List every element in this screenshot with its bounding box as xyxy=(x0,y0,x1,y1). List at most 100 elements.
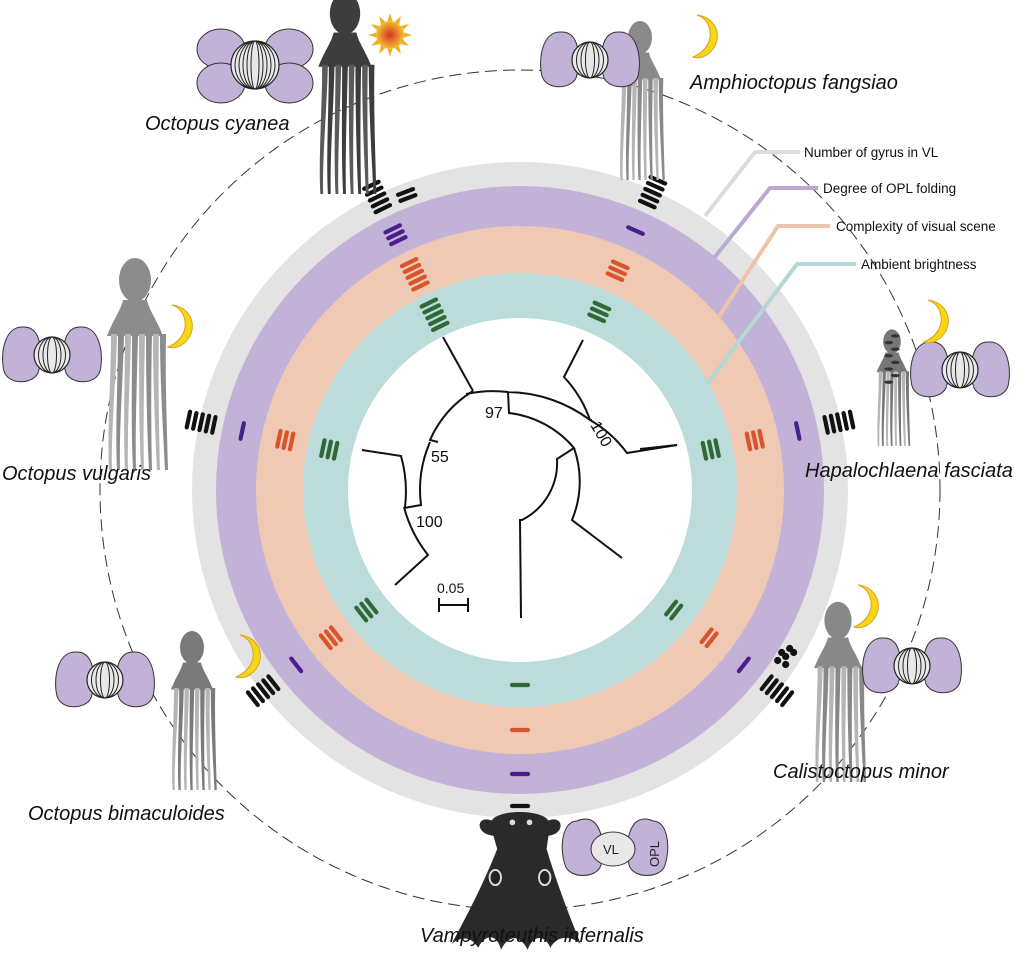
trait-mark xyxy=(250,686,266,704)
opl-marks-octopus-bimaculoides xyxy=(289,656,304,674)
arm xyxy=(898,371,902,446)
trait-mark xyxy=(664,599,679,617)
trait-mark xyxy=(281,430,290,451)
branch-hapalochlaena xyxy=(639,444,678,450)
scene-marks-calistoctopus-minor xyxy=(699,627,719,649)
gyrus-line xyxy=(91,661,119,699)
arm xyxy=(847,666,853,782)
opl-lobe-right xyxy=(626,818,669,876)
brightness-marks-amphioctopus-fangsiao xyxy=(587,300,612,324)
gyrus-marks-octopus-cyanea xyxy=(362,179,393,215)
arm xyxy=(620,78,627,180)
branch-calistoctopus xyxy=(570,447,623,559)
trait-mark xyxy=(626,225,645,236)
arm xyxy=(195,688,200,790)
arm xyxy=(183,688,189,790)
species-label-octopus-vulgaris: Octopus vulgaris xyxy=(2,463,151,485)
arm xyxy=(210,688,217,790)
opl-lobe-left xyxy=(55,651,95,708)
trait-mark xyxy=(780,690,795,708)
head xyxy=(318,32,372,67)
scale-bar-label: 0.05 xyxy=(437,580,464,596)
scene-marks-octopus-bimaculoides xyxy=(318,625,344,651)
trait-mark xyxy=(835,412,843,433)
arm xyxy=(205,688,211,790)
arm xyxy=(853,666,860,782)
trait-mark xyxy=(197,412,205,433)
arm xyxy=(890,371,894,446)
legend-item-brightness: Ambient brightness xyxy=(705,257,977,386)
arm xyxy=(877,371,883,446)
band-spot xyxy=(884,380,894,384)
trait-mark xyxy=(592,300,612,312)
opl-lobe-right xyxy=(970,341,1010,398)
trait-mark xyxy=(764,678,779,696)
legend-label-opl: Degree of OPL folding xyxy=(823,181,956,196)
trait-mark xyxy=(713,438,721,459)
trait-mark xyxy=(323,629,338,647)
legend-item-gyrus: Number of gyrus in VL xyxy=(703,145,939,218)
trait-mark xyxy=(643,186,663,198)
arm xyxy=(886,371,890,446)
sun-ray xyxy=(387,48,393,57)
opl-label: OPL xyxy=(647,841,662,867)
opl-lobe-left xyxy=(540,31,580,88)
arm xyxy=(841,666,847,782)
arm xyxy=(901,371,906,446)
trait-mark xyxy=(699,627,714,645)
brightness-marks-octopus-bimaculoides xyxy=(354,597,379,623)
trait-mark xyxy=(637,198,657,210)
opl-lobe-left xyxy=(862,637,902,694)
vl-gyrus-ball xyxy=(230,40,280,90)
moon-icon xyxy=(852,584,879,629)
brain-diagram-octopus-cyanea xyxy=(196,28,314,104)
trait-mark xyxy=(408,274,427,286)
branch-octopus-cyanea xyxy=(442,336,474,392)
octopus-illustration-octopus-cyanea xyxy=(318,0,377,194)
arm xyxy=(334,64,342,194)
moon-icon xyxy=(234,634,261,679)
brain-diagram-amphioctopus-fangsiao xyxy=(540,31,640,88)
brightness-marks-calistoctopus-minor xyxy=(664,599,684,621)
trait-mark xyxy=(328,625,344,643)
branch-node-100-right xyxy=(562,339,678,455)
trait-mark xyxy=(373,203,393,215)
trait-mark xyxy=(238,421,246,441)
band-spot xyxy=(890,373,900,378)
trait-mark xyxy=(245,690,260,708)
trait-mark xyxy=(266,674,281,692)
scene-marks-hapalochlaena-fasciata xyxy=(744,428,765,452)
brightness-marks-octopus-cyanea xyxy=(419,297,450,333)
trait-mark xyxy=(706,439,715,460)
arm xyxy=(368,64,377,194)
trait-mark xyxy=(610,259,630,271)
gyrus-marks-calistoctopus-minor xyxy=(759,674,795,708)
trait-mark xyxy=(774,686,790,704)
octopus-illustration-octopus-bimaculoides xyxy=(171,631,217,790)
gyrus-line xyxy=(234,40,276,90)
mantle xyxy=(119,258,151,302)
gyrus-dot xyxy=(774,656,782,665)
moon-icon xyxy=(922,299,949,344)
trait-mark xyxy=(203,413,212,434)
brain-diagram-hapalochlaena-fasciata xyxy=(910,341,1010,398)
opl-lobe-right xyxy=(600,31,640,88)
octopus-illustration-hapalochlaena-fasciata xyxy=(876,329,911,446)
vl-lobe xyxy=(590,831,636,867)
node-support-55: 55 xyxy=(431,449,449,466)
trait-mark xyxy=(587,312,607,324)
scene-marks-octopus-vulgaris xyxy=(275,428,296,452)
gyrus-dots-calistoctopus-minor xyxy=(774,644,798,669)
species-label-octopus-cyanea: Octopus cyanea xyxy=(145,113,290,135)
arm xyxy=(631,78,637,180)
sun-disc xyxy=(376,21,404,49)
photophore-icon xyxy=(488,868,502,887)
head xyxy=(814,637,862,669)
head xyxy=(171,662,213,690)
species-label-octopus-bimaculoides: Octopus bimaculoides xyxy=(28,803,225,825)
branch-node-97 xyxy=(465,390,592,421)
trait-mark xyxy=(759,674,774,692)
trait-mark xyxy=(750,430,759,451)
ring-center xyxy=(348,318,692,662)
